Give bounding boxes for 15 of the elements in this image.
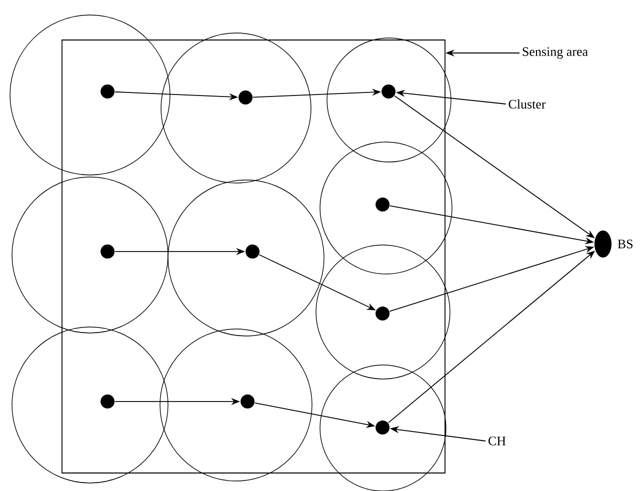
label-text: Cluster [508, 99, 546, 109]
sensor-dot [100, 84, 115, 99]
sensor-dot [246, 244, 260, 259]
sensor-dot [100, 394, 115, 409]
sensor-dot [240, 394, 255, 409]
base-station: BS [594, 230, 632, 258]
label-text: CH [488, 436, 506, 446]
sensor-dot [238, 90, 253, 105]
label-text: Sensing area [522, 47, 588, 59]
sensor-dot [376, 198, 390, 212]
node-label: BS [618, 240, 633, 248]
sensing-area-square [62, 40, 446, 474]
sensor-dot [376, 306, 390, 321]
sensor-dot [382, 84, 396, 99]
sensor-dot [100, 244, 115, 259]
